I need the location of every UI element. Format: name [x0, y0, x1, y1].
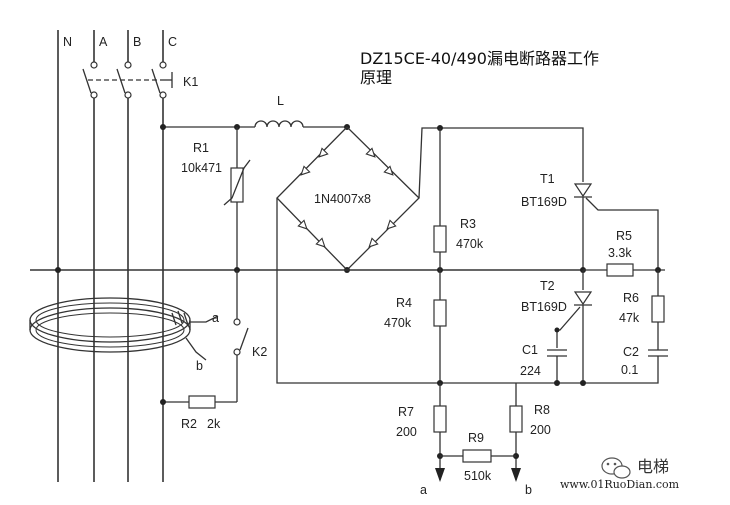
label-r2-value: 2k — [207, 417, 221, 431]
label-c2-name: C2 — [623, 345, 639, 359]
label-r9-value: 510k — [464, 469, 492, 483]
positive-rail — [418, 127, 584, 199]
label-r6-name: R6 — [623, 291, 639, 305]
coil-terminal-a: a — [212, 311, 219, 325]
watermark: 电梯 www.01RuoDian.com — [560, 457, 680, 491]
label-r2-name: R2 — [181, 417, 197, 431]
label-k2: K2 — [252, 345, 267, 359]
diagram-title-line1: DZ15CE-40/490漏电断路器工作 — [360, 49, 599, 68]
label-r5-value: 3.3k — [608, 246, 632, 260]
label-c1-value: 224 — [520, 364, 541, 378]
label-b: B — [133, 35, 141, 49]
label-t1-part: BT169D — [521, 195, 567, 209]
terminal-b: b — [525, 483, 532, 497]
label-r3-value: 470k — [456, 237, 484, 251]
scr-t1 — [573, 183, 659, 270]
coil-terminal-b: b — [196, 359, 203, 373]
label-r3-name: R3 — [460, 217, 476, 231]
switch-k2 — [233, 270, 249, 402]
resistor-r3 — [433, 225, 447, 253]
label-k1: K1 — [183, 75, 198, 89]
label-r4-name: R4 — [396, 296, 412, 310]
watermark-url: www.01RuoDian.com — [560, 478, 680, 491]
label-t2-name: T2 — [540, 279, 555, 293]
label-a: A — [99, 35, 108, 49]
resistor-r8 — [509, 405, 523, 433]
watermark-name: 电梯 — [637, 457, 669, 476]
label-r1-name: R1 — [193, 141, 209, 155]
toroid-transformer — [29, 297, 191, 353]
label-r7-value: 200 — [396, 425, 417, 439]
scr-t2 — [556, 270, 593, 383]
label-n: N — [63, 35, 72, 49]
label-r8-value: 200 — [530, 423, 551, 437]
bridge-rectifier — [276, 126, 420, 271]
label-bridge: 1N4007x8 — [314, 192, 371, 206]
label-l: L — [277, 94, 284, 108]
label-t2-part: BT169D — [521, 300, 567, 314]
terminal-arrow-b — [511, 468, 521, 482]
switch-k1 — [82, 61, 173, 99]
label-r4-value: 470k — [384, 316, 412, 330]
label-r1-value: 10k471 — [181, 161, 222, 175]
resistor-r9 — [462, 449, 492, 463]
inductor-l — [254, 120, 304, 128]
label-c1-name: C1 — [522, 343, 538, 357]
terminal-a: a — [420, 483, 427, 497]
label-r5-name: R5 — [616, 229, 632, 243]
terminal-arrow-a — [435, 468, 445, 482]
resistor-r6 — [651, 295, 665, 323]
label-t1-name: T1 — [540, 172, 555, 186]
resistor-r5 — [606, 263, 634, 277]
label-r6-value: 47k — [619, 311, 640, 325]
label-c: C — [168, 35, 177, 49]
bottom-rail — [276, 198, 583, 384]
label-r9-name: R9 — [468, 431, 484, 445]
label-r8-name: R8 — [534, 403, 550, 417]
diagram-title-line2: 原理 — [360, 68, 392, 87]
resistor-r4 — [433, 299, 447, 327]
resistor-r7 — [433, 405, 447, 433]
label-r7-name: R7 — [398, 405, 414, 419]
resistor-r2 — [188, 395, 216, 409]
phase-lines — [57, 30, 164, 482]
label-c2-value: 0.1 — [621, 363, 638, 377]
wechat-icon — [601, 457, 631, 479]
